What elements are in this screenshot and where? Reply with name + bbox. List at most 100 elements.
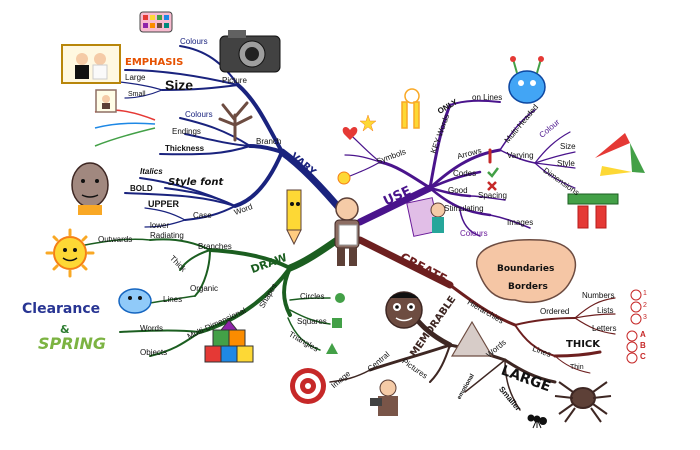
label-lb: B [640,341,646,350]
central-man-icon [334,197,360,266]
label-n1: 1 [643,290,647,297]
paint-palette-icon [139,11,173,33]
label-case: Case [193,211,212,220]
use-to-codes [428,170,482,190]
label-squares: Squares [297,317,327,326]
hierarchies-to-lines [514,324,556,357]
word-to-case [184,205,236,221]
label-size: Size [165,77,194,93]
vary-branch [119,45,349,228]
lines-to-thin [554,355,591,374]
label-emphasis: EMPHASIS [125,57,184,68]
branches-to-radiating [149,238,211,251]
label-lines-draw: Lines [163,295,183,304]
picture-to-colours [179,45,239,86]
varying-to-size [534,151,576,164]
arrows-to-multiheaded [499,109,536,151]
lines-to-thick [553,350,602,358]
label-images: Images [507,218,534,227]
label-codes: Codes [453,169,477,178]
label-upper: UPPER [148,199,180,209]
branches-to-organic [194,249,211,297]
central-to-image [329,369,371,383]
label-colours-branch: Colours [185,110,213,119]
draw-to-shapes [282,266,292,317]
photographer-icon [370,379,398,416]
label-style-font: Style font [168,177,224,188]
label-and: & [60,323,70,336]
symbols-fan-2 [344,154,381,163]
label-small: Small [128,91,146,98]
branch-to-endings [184,133,251,147]
letter-b-badge-icon [626,341,638,353]
building-blocks-icon [204,319,254,363]
square-shape-icon [332,318,342,328]
label-words-draw: Words [140,324,163,333]
label-organic: Organic [190,284,219,293]
vary-to-picture [236,83,284,154]
central-to-pictures [429,344,451,383]
label-la: A [640,330,646,339]
label-circles: Circles [300,292,325,301]
label-objects: Objects [140,348,168,357]
label-outwards: Outwards [98,235,133,244]
target-icon [290,368,326,404]
varying-to-style [534,162,576,169]
label-radiating: Radiating [150,231,184,240]
words-to-emotional [464,359,506,393]
dimension-arrows-icon [567,193,619,229]
keys-icon [401,88,420,129]
label-borders: Borders [508,282,548,292]
man-face-icon [71,162,109,215]
use-main-line [356,184,434,226]
pyramid-icon [450,320,494,357]
ant-icon [527,414,547,429]
tree-icon [218,101,253,142]
keywords-to-only [449,99,501,106]
label-size-use: Size [560,142,576,151]
create-to-hierarchies [448,283,517,327]
number-3-badge-icon [630,313,642,325]
branch-to-colours [179,117,251,147]
symbols-fan-3 [344,161,381,179]
label-bold: BOLD [130,184,153,193]
label-endings: Endings [172,127,201,136]
ordered-to-letters [574,317,616,335]
size-to-small [124,89,163,99]
label-numbers: Numbers [582,291,615,300]
camera-icon [219,30,281,73]
pencil-character-icon [286,189,302,246]
memorable-to-central [368,343,452,372]
star-icon [359,114,377,132]
hierarchies-to-ordered [514,317,576,326]
label-on-lines: on Lines [472,93,503,102]
stimulating-to-images [489,214,531,229]
radiating-to-outwards [79,238,151,247]
word-to-bold [124,192,236,207]
boundary-blob-icon [475,239,577,303]
alien-icon [508,56,546,104]
varying-to-colour [534,131,571,164]
number-1-badge-icon [630,289,642,301]
label-n2: 2 [643,302,647,309]
label-branches: Branches [198,242,232,251]
check-icon [487,167,499,178]
label-italics: Italics [140,167,163,176]
dark-face-icon [385,291,423,329]
small-photo-icon [95,89,117,113]
spider-icon [554,381,612,423]
label-thick-create: THICK [566,339,600,350]
stimulating-to-colours [459,209,481,237]
letter-c-badge-icon [626,352,638,364]
good-to-spacing [469,195,506,201]
heart-icon [342,127,358,140]
label-picture: Picture [222,76,247,85]
multidim-to-objects [149,331,201,357]
ordered-to-lists [574,313,616,319]
branch-to-thickness [159,145,251,156]
use-to-keywords [428,103,452,190]
label-style-use: Style [557,159,575,168]
label-n3: 3 [643,314,647,321]
label-colours-use: Colours [460,229,488,238]
